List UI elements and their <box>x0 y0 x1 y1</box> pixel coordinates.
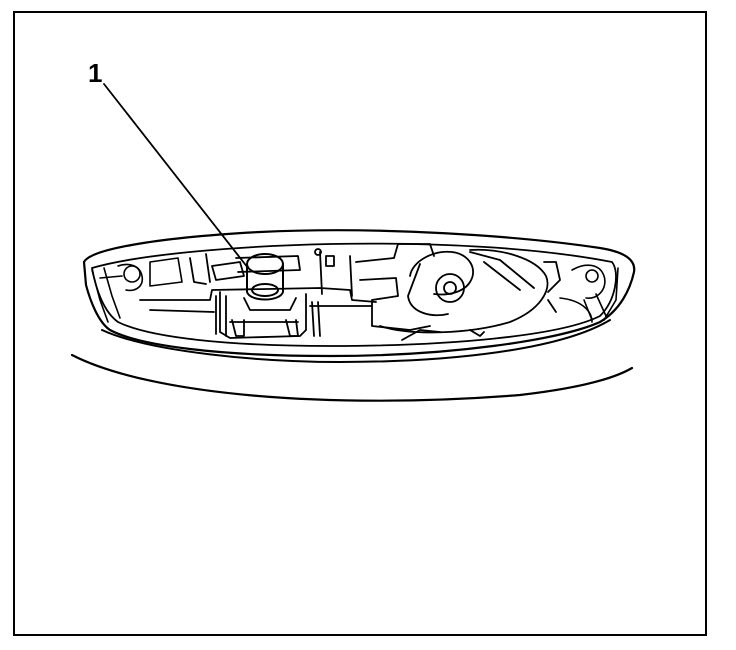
callout-leader-1 <box>104 84 248 268</box>
center-tray <box>140 249 376 312</box>
bulb-socket <box>212 256 320 338</box>
housing-outer <box>84 230 634 356</box>
callout-label-1: 1 <box>88 58 103 88</box>
housing-lower-lip <box>102 320 610 362</box>
bulb <box>247 254 283 300</box>
left-end-cap <box>92 258 182 322</box>
headliner-arc <box>72 355 632 401</box>
reflector-assembly <box>356 244 560 340</box>
housing-inner-rim <box>92 244 616 346</box>
right-end-cap <box>560 265 618 322</box>
